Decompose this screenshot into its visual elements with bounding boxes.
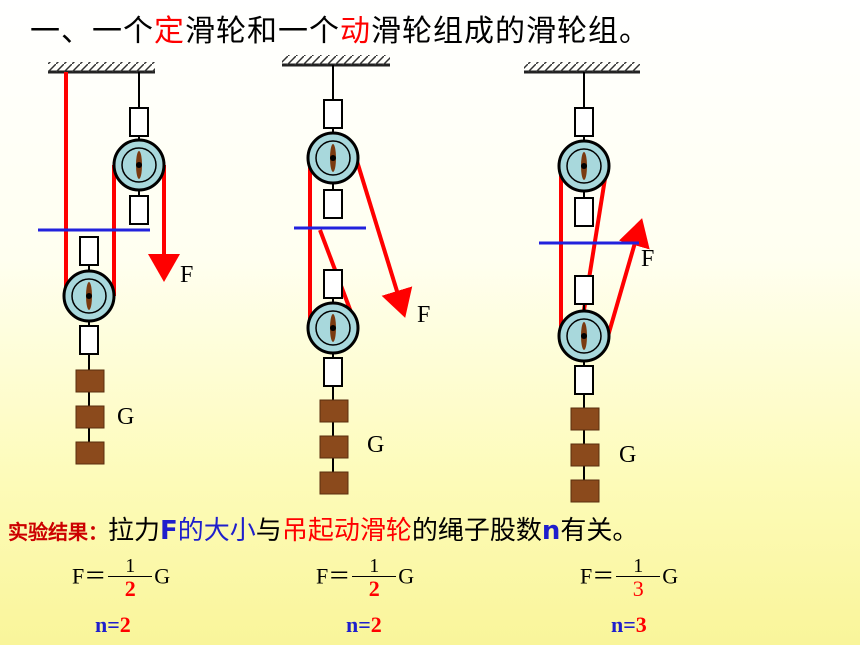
n-value-2: n=2 <box>346 612 382 637</box>
weight-label-2: G <box>367 432 384 458</box>
ceiling-support <box>282 55 390 67</box>
ceiling-support <box>524 62 640 74</box>
pulley-system-2 <box>282 55 413 495</box>
fixed-pulley <box>306 131 360 185</box>
pulley-system-3 <box>524 62 650 503</box>
force-label-2: F <box>417 302 430 328</box>
force-arrow <box>606 218 650 337</box>
fixed-pulley <box>557 139 611 193</box>
title-movable-word: 动 <box>340 14 371 49</box>
weight-label-3: G <box>619 442 636 468</box>
title-fixed-word: 定 <box>154 14 185 49</box>
weight-label-1: G <box>117 404 134 430</box>
weight-stack <box>570 407 600 503</box>
force-label-1: F <box>180 262 193 288</box>
movable-pulley <box>62 269 116 323</box>
movable-pulley <box>557 309 611 363</box>
force-arrow <box>354 157 413 318</box>
page-title: 一、一个定滑轮和一个动滑轮组成的滑轮组。 <box>30 14 650 49</box>
weight-stack <box>75 369 105 465</box>
result-label: 实验结果： <box>8 520 108 544</box>
fixed-pulley <box>112 138 166 192</box>
movable-pulley <box>306 301 360 355</box>
weight-stack <box>319 399 349 495</box>
n-value-1: n=2 <box>95 612 131 637</box>
ceiling-support <box>48 62 155 74</box>
force-label-3: F <box>641 246 654 272</box>
pulley-system-1 <box>38 62 180 465</box>
experiment-result: 实验结果：拉力F的大小与吊起动滑轮的绳子股数n有关。 <box>8 516 639 546</box>
n-value-3: n=3 <box>611 612 647 637</box>
